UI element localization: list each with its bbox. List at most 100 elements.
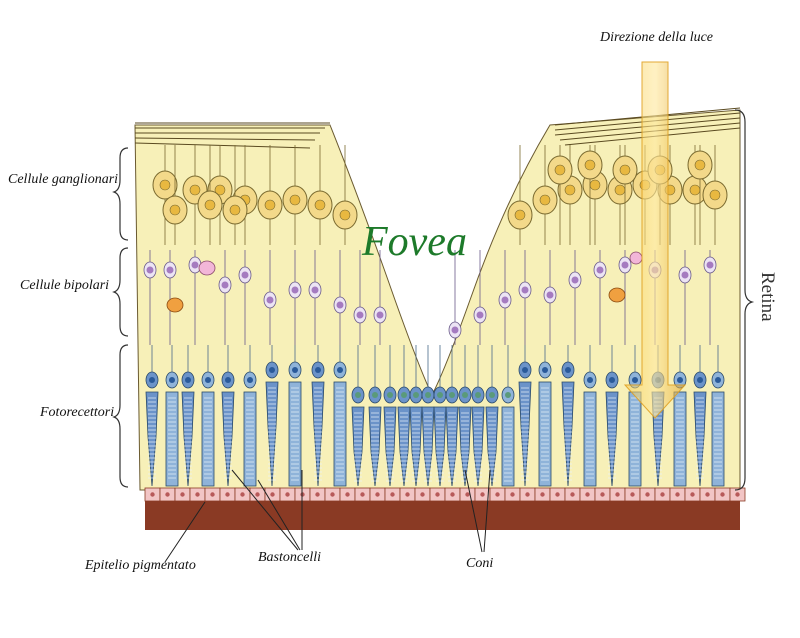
photoreceptor-layer [145, 345, 725, 487]
ganglion-nucleus [614, 184, 626, 196]
ganglion-nucleus [694, 159, 706, 171]
photoreceptor-nucleus [372, 392, 378, 398]
pigment-cell-nucleus [330, 492, 335, 497]
pigment-cell-nucleus [585, 492, 590, 497]
photoreceptor-nucleus [205, 377, 211, 383]
photoreceptors-label: Fotorecettori [40, 405, 115, 420]
amacrine-cell [608, 287, 626, 303]
pigment-cell-nucleus [540, 492, 545, 497]
pigment-cell-nucleus [240, 492, 245, 497]
ganglion-nucleus [589, 179, 601, 191]
bipolar-nucleus [621, 261, 629, 269]
bipolar-nucleus [596, 266, 604, 274]
photoreceptor-nucleus [489, 392, 495, 398]
photoreceptor-nucleus [337, 367, 343, 373]
rod-outer-segment [165, 391, 179, 487]
photoreceptor-nucleus [269, 367, 275, 373]
photoreceptor-nucleus [292, 367, 298, 373]
ganglion-nucleus [514, 209, 526, 221]
photoreceptor-nucleus [565, 367, 571, 373]
pigment-cell-nucleus [405, 492, 410, 497]
photoreceptor-nucleus [609, 377, 615, 383]
rod-outer-segment [201, 391, 215, 487]
ganglion-nucleus [689, 184, 701, 196]
pigment-cell-nucleus [495, 492, 500, 497]
label-pointers [164, 469, 491, 563]
ganglion-nucleus [159, 179, 171, 191]
photoreceptor-nucleus [387, 392, 393, 398]
photoreceptor-nucleus [462, 392, 468, 398]
photoreceptor-nucleus [475, 392, 481, 398]
rod-outer-segment [288, 381, 302, 487]
ganglion-cells-label: Cellule ganglionari [8, 172, 119, 187]
photoreceptor-nucleus [413, 392, 419, 398]
pigment-cell-nucleus [660, 492, 665, 497]
light-direction-arrow [623, 61, 687, 419]
pigment-cell-nucleus [555, 492, 560, 497]
bipolar-nucleus [166, 266, 174, 274]
pigment-cell-nucleus [420, 492, 425, 497]
ganglion-nucleus [339, 209, 351, 221]
photoreceptor-nucleus [697, 377, 703, 383]
fovea-label: Fovea [362, 219, 467, 265]
bipolar-nucleus [336, 301, 344, 309]
pigment-cell-nucleus [630, 492, 635, 497]
bipolar-nucleus [356, 311, 364, 319]
pigment-cell-nucleus [645, 492, 650, 497]
pigment-cell-nucleus [195, 492, 200, 497]
ganglion-nucleus [554, 164, 566, 176]
photoreceptor-nucleus [677, 377, 683, 383]
pigment-cell-nucleus [735, 492, 740, 497]
photoreceptor-nucleus [505, 392, 511, 398]
bipolar-nucleus [521, 286, 529, 294]
bipolar-nucleus [291, 286, 299, 294]
rod-outer-segment [538, 381, 552, 487]
ganglion-nucleus [264, 199, 276, 211]
horizontal-cell [198, 260, 216, 276]
pigment-cell-nucleus [675, 492, 680, 497]
photoreceptor-nucleus [225, 377, 231, 383]
pigment-cell-nucleus [390, 492, 395, 497]
ganglion-nucleus [204, 199, 216, 211]
rod-outer-segment [501, 406, 515, 487]
ganglion-nucleus [619, 164, 631, 176]
photoreceptor-nucleus [715, 377, 721, 383]
ganglion-nucleus [289, 194, 301, 206]
rod-outer-segment [333, 381, 347, 487]
pigment-cell-nucleus [510, 492, 515, 497]
pigment-cell-nucleus [450, 492, 455, 497]
pigment-cell-nucleus [525, 492, 530, 497]
bipolar-cells-label: Cellule bipolari [20, 278, 110, 293]
photoreceptor-nucleus [315, 367, 321, 373]
rod-outer-segment [673, 391, 687, 487]
pigment-cell-nucleus [705, 492, 710, 497]
pigment-epithelium-cells [144, 487, 746, 502]
ganglion-nucleus [214, 184, 226, 196]
layer-braces [112, 109, 755, 491]
photoreceptor-nucleus [449, 392, 455, 398]
photoreceptor-nucleus [632, 377, 638, 383]
photoreceptor-nucleus [425, 392, 431, 398]
pigment-cell-nucleus [690, 492, 695, 497]
pigment-cell-nucleus [255, 492, 260, 497]
photoreceptor-nucleus [587, 377, 593, 383]
bipolar-nucleus [311, 286, 319, 294]
pigment-cell-nucleus [465, 492, 470, 497]
pigment-cell-nucleus [225, 492, 230, 497]
bipolar-nucleus [221, 281, 229, 289]
bipolar-nucleus [681, 271, 689, 279]
bipolar-nucleus [706, 261, 714, 269]
bipolar-nucleus [501, 296, 509, 304]
pigment-epithelium-label: Epitelio pigmentato [85, 558, 196, 573]
photoreceptor-nucleus [522, 367, 528, 373]
photoreceptor-nucleus [169, 377, 175, 383]
rod-outer-segment [583, 391, 597, 487]
horizontal-cell [629, 251, 643, 265]
cone-outer-segment [221, 391, 235, 487]
photoreceptor-nucleus [542, 367, 548, 373]
pigment-cell-nucleus [600, 492, 605, 497]
ganglion-nucleus [709, 189, 721, 201]
amacrine-cell [166, 297, 184, 313]
photoreceptor-nucleus [437, 392, 443, 398]
